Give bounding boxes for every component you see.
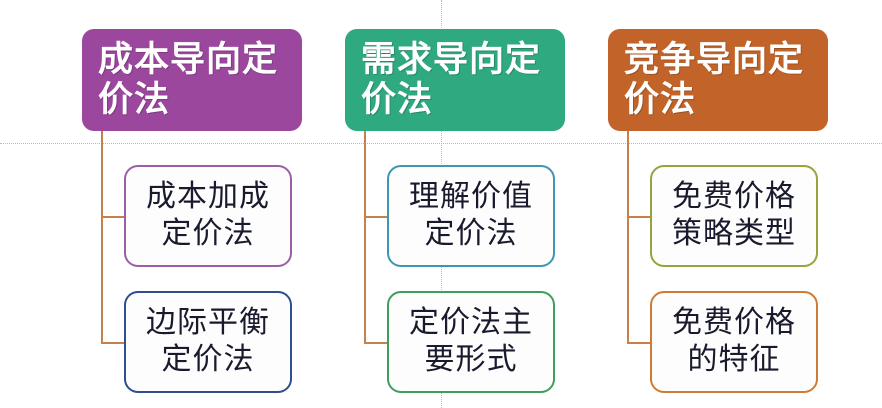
connector-arm-child-1	[627, 216, 651, 218]
child-node-line-2: 定价法	[161, 217, 255, 250]
root-node-cost-oriented[interactable]: 成本导向定 价法	[82, 29, 302, 131]
root-node-line-2: 价法	[624, 80, 697, 119]
child-node-marginal-balance[interactable]: 边际平衡 定价法	[124, 291, 292, 393]
child-node-line-2: 定价法	[161, 343, 255, 376]
child-node-free-price-features[interactable]: 免费价格 的特征	[650, 291, 818, 393]
child-node-line-2: 要形式	[424, 343, 518, 376]
branch-cost-oriented: 成本导向定 价法 成本加成 定价法 边际平衡 定价法	[72, 0, 342, 408]
root-node-line-1: 竞争导向定	[624, 40, 805, 80]
root-node-line-1: 成本导向定	[98, 40, 279, 80]
connector-arm-child-1	[364, 216, 388, 218]
child-node-line-1: 理解价值	[409, 180, 533, 214]
child-node-line-1: 免费价格	[672, 180, 796, 214]
child-node-free-price-strategy-types[interactable]: 免费价格 策略类型	[650, 165, 818, 267]
root-node-line-2: 价法	[98, 80, 171, 119]
child-node-line-1: 定价法主	[409, 306, 533, 340]
child-node-line-1: 成本加成	[146, 180, 270, 214]
root-node-competition-oriented[interactable]: 竞争导向定 价法	[608, 29, 828, 131]
child-node-line-2: 定价法	[424, 217, 518, 250]
root-node-demand-oriented[interactable]: 需求导向定 价法	[345, 29, 565, 131]
child-node-line-1: 免费价格	[672, 306, 796, 340]
connector-trunk-lower	[627, 216, 629, 344]
child-node-line-2: 策略类型	[672, 217, 796, 250]
child-node-perceived-value[interactable]: 理解价值 定价法	[387, 165, 555, 267]
child-node-pricing-forms[interactable]: 定价法主 要形式	[387, 291, 555, 393]
root-node-line-1: 需求导向定	[361, 40, 542, 80]
branch-demand-oriented: 需求导向定 价法 理解价值 定价法 定价法主 要形式	[335, 0, 605, 408]
connector-arm-child-2	[627, 342, 651, 344]
connector-trunk-lower	[101, 216, 103, 344]
root-node-line-2: 价法	[361, 80, 434, 119]
branch-competition-oriented: 竞争导向定 价法 免费价格 策略类型 免费价格 的特征	[598, 0, 868, 408]
child-node-line-1: 边际平衡	[146, 306, 270, 340]
child-node-line-2: 的特征	[687, 343, 781, 376]
connector-arm-child-1	[101, 216, 125, 218]
connector-arm-child-2	[364, 342, 388, 344]
connector-arm-child-2	[101, 342, 125, 344]
connector-trunk-lower	[364, 216, 366, 344]
child-node-cost-plus[interactable]: 成本加成 定价法	[124, 165, 292, 267]
